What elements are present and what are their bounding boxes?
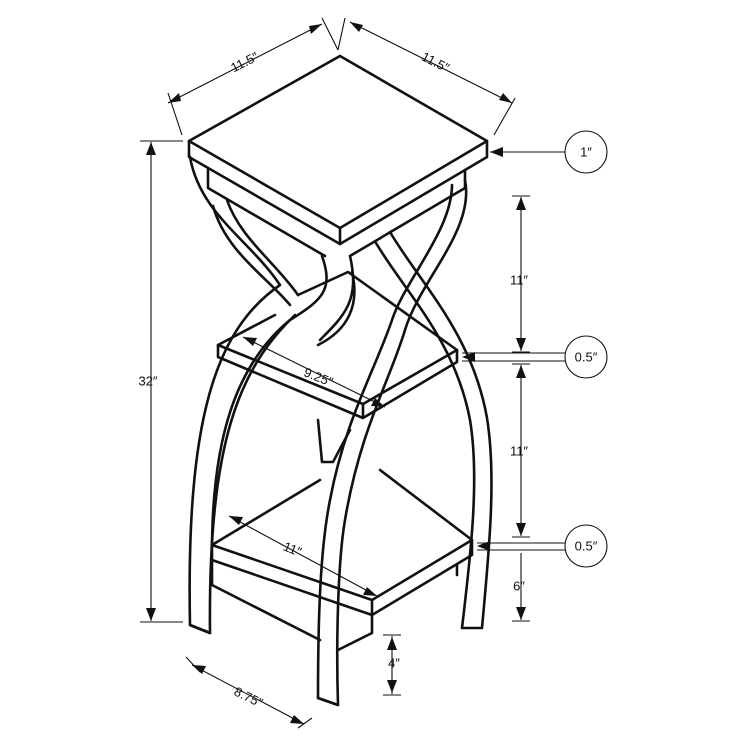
back-leg <box>374 230 493 630</box>
label-bottom-shelf-thickness: 0.5″ <box>575 538 598 553</box>
leg-feet <box>188 623 340 707</box>
label-middle-shelf-thickness: 0.5″ <box>575 349 598 364</box>
label-upper-gap: 11″ <box>510 272 528 287</box>
middle-shelf-support <box>316 418 352 464</box>
label-top-width-left: 11.5″ <box>228 49 261 76</box>
bottom-shelf-top <box>210 468 474 602</box>
table-top-edge <box>187 139 489 246</box>
bottom-apron <box>210 558 459 652</box>
label-top-width-right: 11.5″ <box>419 49 452 76</box>
front-leg-center <box>210 254 356 547</box>
middle-shelf-edge <box>216 343 459 420</box>
label-base-height: 4″ <box>388 655 400 670</box>
left-back-leg-upper <box>211 198 300 307</box>
front-leg-left <box>188 155 297 635</box>
label-top-thickness: 1″ <box>580 144 592 159</box>
label-total-height: 32″ <box>138 373 157 388</box>
callout-bubbles <box>564 130 608 568</box>
front-leg-right <box>316 178 468 707</box>
label-base-width: 8.75″ <box>232 684 266 711</box>
dimension-lines <box>140 17 565 729</box>
label-bottom-shelf-width: 11″ <box>281 539 304 560</box>
label-bottom-shelf-height: 6″ <box>513 578 525 593</box>
label-lower-gap: 11″ <box>510 443 528 458</box>
table-illustration <box>187 54 493 707</box>
